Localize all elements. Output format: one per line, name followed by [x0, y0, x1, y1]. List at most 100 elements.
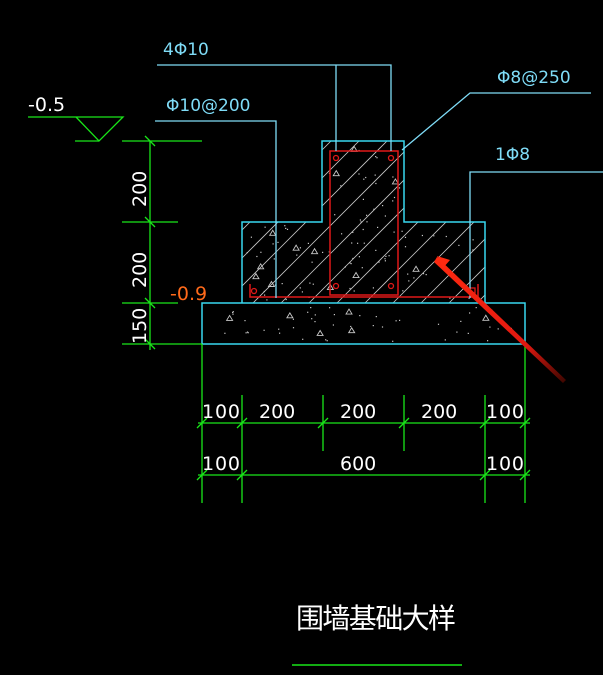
aggregate-speck	[433, 235, 435, 237]
aggregate-speck	[285, 298, 287, 301]
vertical-dim-2: 200	[129, 252, 151, 288]
aggregate-triangle	[256, 262, 265, 270]
aggregate-speck	[309, 282, 311, 284]
hatch-line	[526, 140, 603, 310]
aggregate-speck	[472, 249, 474, 251]
aggregate-triangle	[292, 244, 300, 251]
aggregate-speck	[392, 340, 394, 342]
aggregate-triangle	[267, 280, 276, 287]
aggregate-speck	[472, 239, 474, 241]
horizontal-dimension-lines	[196, 344, 531, 503]
label-top-longitudinal: 4Φ10	[163, 40, 209, 60]
drawing-title: 围墙基础大样	[296, 602, 456, 635]
aggregate-speck	[358, 256, 360, 258]
aggregate-speck	[273, 258, 275, 260]
aggregate-speck	[469, 312, 471, 314]
aggregate-speck	[250, 236, 252, 238]
aggregate-speck	[232, 311, 234, 314]
aggregate-speck	[349, 262, 351, 264]
aggregate-speck	[352, 231, 354, 233]
hatch-line	[245, 141, 417, 303]
hatch-line	[329, 141, 485, 303]
stirrup-rebar	[329, 150, 399, 296]
aggregate-speck	[475, 307, 477, 309]
hatch-line	[242, 141, 305, 303]
aggregate-speck	[375, 156, 377, 158]
aggregate-speck	[444, 339, 446, 341]
aggregate-speck	[350, 263, 352, 265]
aggregate-speck	[413, 277, 415, 279]
horizontal-dim-row2-1: 100	[202, 453, 240, 475]
vertical-dim-3: 150	[129, 308, 151, 344]
hatch-line	[582, 140, 603, 310]
hatch-line	[273, 141, 445, 303]
horizontal-dim-row1-1: 100	[202, 401, 240, 423]
ground-elevation-marker	[28, 116, 125, 142]
aggregate-speck	[352, 257, 354, 260]
aggregate-speck	[353, 290, 355, 292]
aggregate-speck	[284, 225, 286, 227]
aggregate-speck	[322, 251, 324, 253]
horizontal-dim-row2-2: 600	[340, 453, 376, 475]
aggregate-triangle	[310, 247, 319, 255]
hatch-line	[469, 141, 485, 303]
aggregate-speck	[326, 340, 328, 342]
aggregate-speck	[351, 242, 353, 244]
horizontal-dim-row2-3: 100	[486, 453, 524, 475]
aggregate-speck	[467, 332, 469, 334]
aggregate-speck	[285, 227, 287, 229]
aggregate-speck	[378, 261, 380, 263]
aggregate-speck	[344, 266, 346, 268]
aggregate-speck	[385, 255, 387, 257]
aggregate-speck	[422, 273, 425, 275]
rebar-dot	[387, 154, 395, 162]
aggregate-triangle	[252, 272, 260, 280]
aggregate-speck	[399, 319, 401, 321]
aggregate-speck	[350, 325, 352, 328]
aggregate-speck	[388, 255, 390, 257]
label-stirrup: Φ8@250	[497, 68, 571, 88]
label-bottom-bar: 1Φ8	[495, 145, 530, 165]
aggregate-speck	[307, 311, 309, 313]
annotation-arrow	[434, 256, 566, 383]
hatch-line	[385, 141, 485, 303]
aggregate-speck	[362, 198, 364, 200]
aggregate-speck	[456, 331, 458, 333]
base-slab-outline	[201, 302, 526, 345]
aggregate-speck	[281, 283, 283, 285]
aggregate-speck	[307, 242, 309, 244]
hatch-line	[554, 140, 603, 310]
aggregate-triangle	[225, 314, 234, 321]
aggregate-speck	[375, 249, 377, 251]
rebar-dot	[332, 154, 340, 162]
aggregate-speck	[489, 326, 491, 328]
hatch-line	[242, 141, 361, 303]
aggregate-speck	[468, 297, 470, 299]
aggregate-speck	[357, 242, 359, 244]
aggregate-speck	[363, 242, 365, 244]
aggregate-speck	[312, 283, 314, 285]
aggregate-triangle	[482, 314, 490, 321]
aggregate-speck	[246, 252, 248, 254]
horizontal-dim-row1-5: 100	[486, 401, 524, 423]
vertical-dimension-lines	[122, 135, 202, 350]
aggregate-speck	[246, 331, 249, 333]
wall-outline	[241, 140, 486, 303]
aggregate-speck	[374, 174, 376, 176]
aggregate-speck	[372, 325, 374, 327]
aggregate-speck	[460, 320, 462, 322]
aggregate-triangle	[412, 265, 420, 272]
aggregate-speck	[404, 246, 407, 248]
hatch-line	[357, 141, 485, 303]
aggregate-speck	[363, 178, 365, 180]
aggregate-triangle	[391, 178, 400, 185]
aggregate-speck	[272, 243, 274, 245]
aggregate-speck	[232, 311, 234, 313]
aggregate-speck	[340, 185, 342, 187]
aggregate-speck	[408, 280, 410, 282]
aggregate-speck	[373, 208, 375, 210]
aggregate-speck	[260, 251, 262, 253]
hatch-line	[441, 141, 485, 303]
leader-lines	[155, 64, 603, 298]
